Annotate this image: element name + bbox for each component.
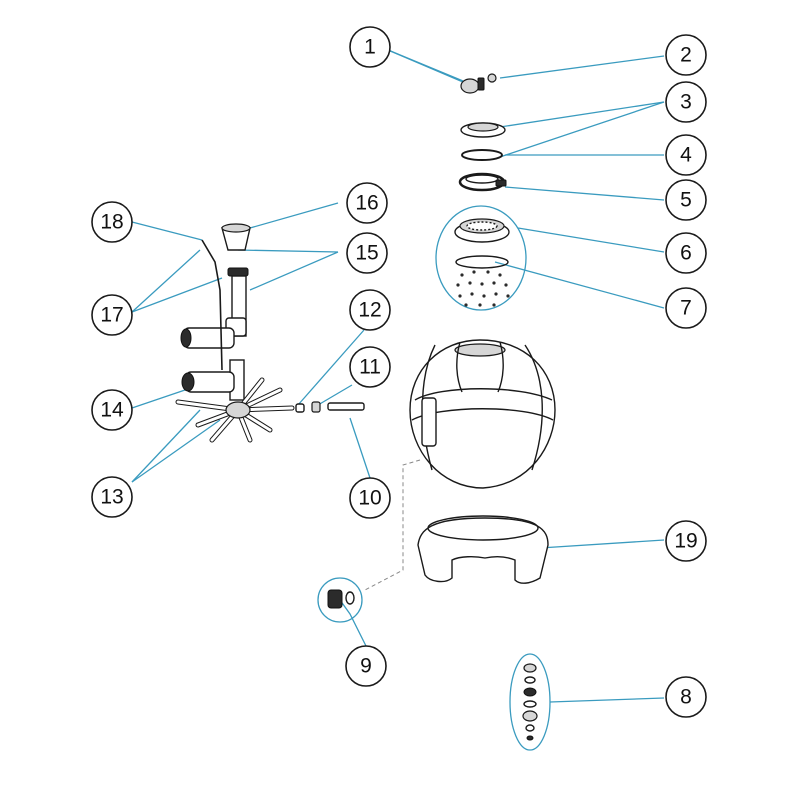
callout-2: 2 xyxy=(665,34,707,76)
leader-17b xyxy=(131,277,223,313)
callout-14-label: 14 xyxy=(100,399,124,422)
leader-14 xyxy=(131,389,186,409)
leader-18 xyxy=(131,221,203,241)
callout-1-label: 1 xyxy=(364,36,376,59)
callout-12: 12 xyxy=(349,289,391,331)
callout-19-label: 19 xyxy=(674,530,697,553)
callout-16-label: 16 xyxy=(355,192,378,215)
callout-5-label: 5 xyxy=(680,189,692,212)
part-clamp-ring xyxy=(458,172,507,192)
callout-18-label: 18 xyxy=(100,211,123,234)
drain-connection-line xyxy=(364,459,421,591)
callout-11: 11 xyxy=(349,346,391,388)
leader-15a xyxy=(237,249,339,253)
part-vent-valve xyxy=(460,73,497,94)
callout-17-label: 17 xyxy=(100,304,123,327)
callout-9-label: 9 xyxy=(360,655,372,678)
leader-3b xyxy=(499,101,665,158)
leader-13a xyxy=(131,409,201,483)
callout-13: 13 xyxy=(91,476,133,518)
callout-7: 7 xyxy=(665,287,707,329)
leader-17a xyxy=(131,249,201,313)
callout-8-label: 8 xyxy=(680,686,692,709)
callout-16: 16 xyxy=(346,182,388,224)
callout-11-label: 11 xyxy=(359,356,381,379)
part-pipe-pieces xyxy=(295,401,365,413)
part-filter-tank xyxy=(409,339,556,489)
leader-19 xyxy=(539,539,665,549)
leader-16 xyxy=(249,202,339,229)
callout-6: 6 xyxy=(665,232,707,274)
part-drain-fitting xyxy=(317,577,363,623)
leader-2 xyxy=(499,55,665,79)
callout-17: 17 xyxy=(91,294,133,336)
callout-7-label: 7 xyxy=(680,297,692,320)
callout-12-label: 12 xyxy=(358,299,381,322)
callout-3-label: 3 xyxy=(680,91,692,114)
leader-12 xyxy=(297,329,365,406)
leader-11 xyxy=(317,384,353,406)
callout-2-label: 2 xyxy=(680,44,692,67)
callout-9: 9 xyxy=(345,645,387,687)
part-top-flange-group xyxy=(435,205,527,311)
callout-10-label: 10 xyxy=(358,487,381,510)
callout-8: 8 xyxy=(665,676,707,718)
leader-lines xyxy=(131,49,665,703)
callout-18: 18 xyxy=(91,201,133,243)
leader-7 xyxy=(494,261,665,309)
part-tank-base xyxy=(417,515,549,584)
leader-6 xyxy=(517,227,665,253)
callout-4-label: 4 xyxy=(680,144,692,167)
callout-1: 1 xyxy=(349,26,391,68)
leader-10 xyxy=(349,417,371,479)
callout-5: 5 xyxy=(665,179,707,221)
callout-3: 3 xyxy=(665,81,707,123)
part-o-ring xyxy=(461,149,503,161)
callout-13-label: 13 xyxy=(100,486,123,509)
leader-3a xyxy=(499,101,665,128)
part-lid xyxy=(460,122,506,138)
part-collector-assembly xyxy=(175,223,295,443)
leader-13b xyxy=(131,419,221,483)
callout-14: 14 xyxy=(91,389,133,431)
callout-15: 15 xyxy=(346,232,388,274)
callouts: 1 2 3 4 5 6 7 8 9 10 11 12 13 14 15 16 1… xyxy=(91,26,707,718)
callout-15-label: 15 xyxy=(355,242,378,265)
callout-10: 10 xyxy=(349,477,391,519)
leader-15b xyxy=(249,251,339,291)
leader-9 xyxy=(339,599,367,647)
leader-8 xyxy=(549,697,665,703)
part-valve-stack xyxy=(509,653,551,751)
callout-6-label: 6 xyxy=(680,242,692,265)
callout-4: 4 xyxy=(665,134,707,176)
callout-19: 19 xyxy=(665,520,707,562)
leader-5 xyxy=(504,186,665,201)
